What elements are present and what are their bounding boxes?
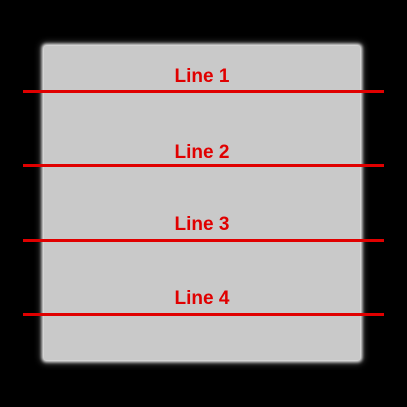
- line-2: [23, 164, 384, 167]
- line-4: [23, 313, 384, 316]
- line-4-label: Line 4: [174, 288, 230, 309]
- line-1-label: Line 1: [174, 66, 230, 87]
- line-1: [23, 90, 384, 93]
- line-3-label: Line 3: [174, 214, 230, 235]
- gray-panel: [44, 46, 360, 360]
- line-2-label: Line 2: [174, 142, 230, 163]
- line-3: [23, 239, 384, 242]
